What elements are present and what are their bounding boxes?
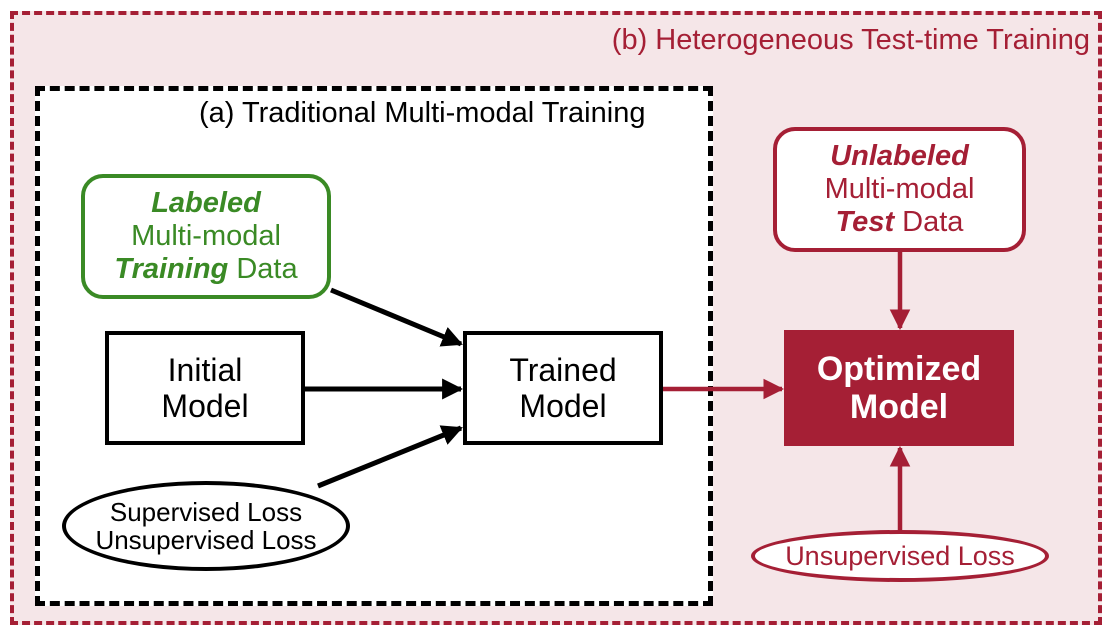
optimized-model-line1: Optimized (816, 349, 982, 388)
optimized-model-node: Optimized Model (784, 330, 1014, 446)
unsupervised-loss-text: Unsupervised Loss (95, 525, 317, 555)
labeled-multimodal-text: Multi-modal (131, 220, 281, 253)
initial-model-node: Initial Model (105, 331, 305, 445)
outer-region-title: (b) Heterogeneous Test-time Training (611, 24, 1090, 56)
trained-model-line2: Model (519, 388, 607, 424)
test-word: Test (835, 205, 895, 238)
initial-model-line1: Initial (167, 351, 243, 388)
initial-model-line2: Model (161, 388, 249, 424)
labeled-training-data-node: Labeled Multi-modal Training Data (81, 174, 331, 299)
test-unsupervised-loss-node: Unsupervised Loss (751, 530, 1049, 582)
trained-model-node: Trained Model (463, 331, 663, 445)
unlabeled-test-data-node: Unlabeled Multi-modal Test Data (773, 127, 1026, 252)
optimized-model-line2: Model (849, 388, 949, 426)
test-multimodal-text: Multi-modal (824, 173, 975, 206)
training-losses-node: Supervised Loss Unsupervised Loss (62, 481, 350, 571)
inner-region-title: (a) Traditional Multi-modal Training (199, 97, 646, 129)
labeled-word: Labeled (151, 187, 261, 220)
arrow-labeled-to-trained (330, 287, 463, 347)
test-data-word: Data (894, 205, 964, 238)
unlabeled-word: Unlabeled (830, 140, 969, 173)
arrow-loss-to-trained (317, 425, 463, 489)
supervised-loss-text: Supervised Loss (109, 496, 303, 527)
training-word: Training (114, 252, 229, 285)
trained-model-line1: Trained (509, 351, 617, 388)
labeled-line3: Training Data (114, 253, 297, 286)
test-line3: Test Data (836, 206, 964, 239)
test-unsupervised-loss-text: Unsupervised Loss (785, 540, 1015, 571)
labeled-data-word: Data (228, 252, 298, 285)
